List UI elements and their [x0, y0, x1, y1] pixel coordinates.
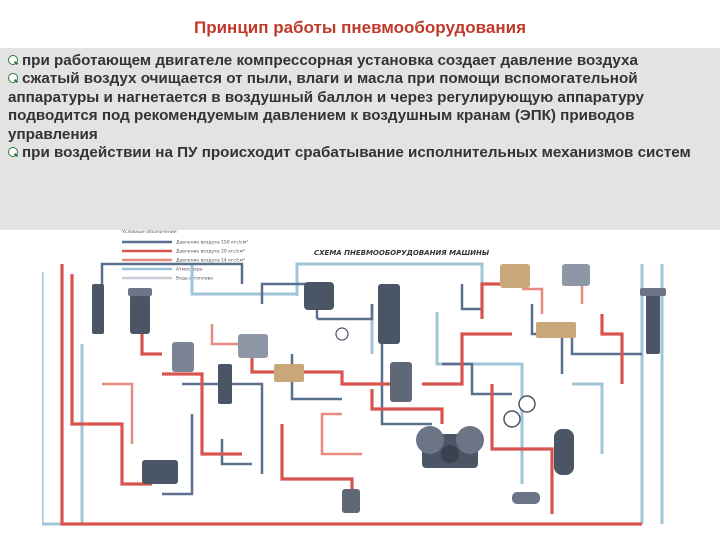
legend-title: Условные обозначения	[122, 229, 177, 235]
components	[92, 264, 666, 513]
bullet-text: при воздействии на ПУ происходит срабаты…	[22, 144, 691, 162]
diagram-svg: СХЕМА ПНЕВМООБОРУДОВАНИЯ МАШИНЫ Условные…	[42, 229, 666, 526]
compressor-top	[304, 282, 334, 310]
checkbox-bullet-icon	[8, 147, 18, 158]
pressure-regulator	[500, 264, 530, 288]
bullet-list: при работающем двигателе компрессорная у…	[0, 48, 720, 230]
valve-unit	[562, 264, 590, 286]
valve-unit	[218, 364, 232, 404]
valve-unit	[238, 334, 268, 358]
legend: Условные обозначения Давление воздуха 15…	[122, 229, 248, 282]
pneumatic-scheme-diagram: СХЕМА ПНЕВМООБОРУДОВАНИЯ МАШИНЫ Условные…	[42, 224, 682, 536]
receiver	[512, 492, 540, 504]
filter-left-cap	[128, 288, 152, 296]
diagram-title: СХЕМА ПНЕВМООБОРУДОВАНИЯ МАШИНЫ	[314, 249, 490, 257]
bullet-text: сжатый воздух очищается от пыли, влаги и…	[8, 70, 644, 143]
legend-label: Давление воздуха 14 кгс/см²	[176, 258, 245, 264]
oil-separator	[390, 362, 412, 402]
pressure-gauge-icon	[503, 410, 521, 428]
air-tank	[554, 429, 574, 475]
valve-unit	[172, 342, 194, 372]
pump-left	[142, 460, 178, 484]
control-block	[536, 322, 576, 338]
slide-title: Принцип работы пневмооборудования	[194, 18, 526, 37]
engine-compressor	[416, 426, 484, 468]
checkbox-bullet-icon	[8, 73, 18, 84]
water-filter	[342, 489, 360, 513]
checkbox-bullet-icon	[8, 55, 18, 65]
air-cylinder-left	[92, 284, 104, 334]
bullet-item: сжатый воздух очищается от пыли, влаги и…	[8, 70, 712, 144]
separator	[378, 284, 400, 344]
legend-label: Атмосфера	[176, 267, 203, 273]
bullet-item: при воздействии на ПУ происходит срабаты…	[8, 144, 712, 162]
filter-left	[130, 294, 150, 334]
bullet-item: при работающем двигателе компрессорная у…	[8, 52, 712, 70]
legend-label: Давление воздуха 20 кгс/см²	[176, 249, 245, 255]
distributor-block	[274, 364, 304, 382]
legend-label: Давление воздуха 150 кгс/см²	[176, 240, 248, 246]
bullet-text: при работающем двигателе компрессорная у…	[22, 52, 638, 69]
pressure-gauge-icon	[335, 327, 349, 341]
pressure-gauge-icon	[518, 395, 536, 413]
air-cylinder-right	[646, 294, 660, 354]
air-cylinder-right-cap	[640, 288, 666, 296]
legend-label: Вода и топливо	[176, 276, 213, 282]
